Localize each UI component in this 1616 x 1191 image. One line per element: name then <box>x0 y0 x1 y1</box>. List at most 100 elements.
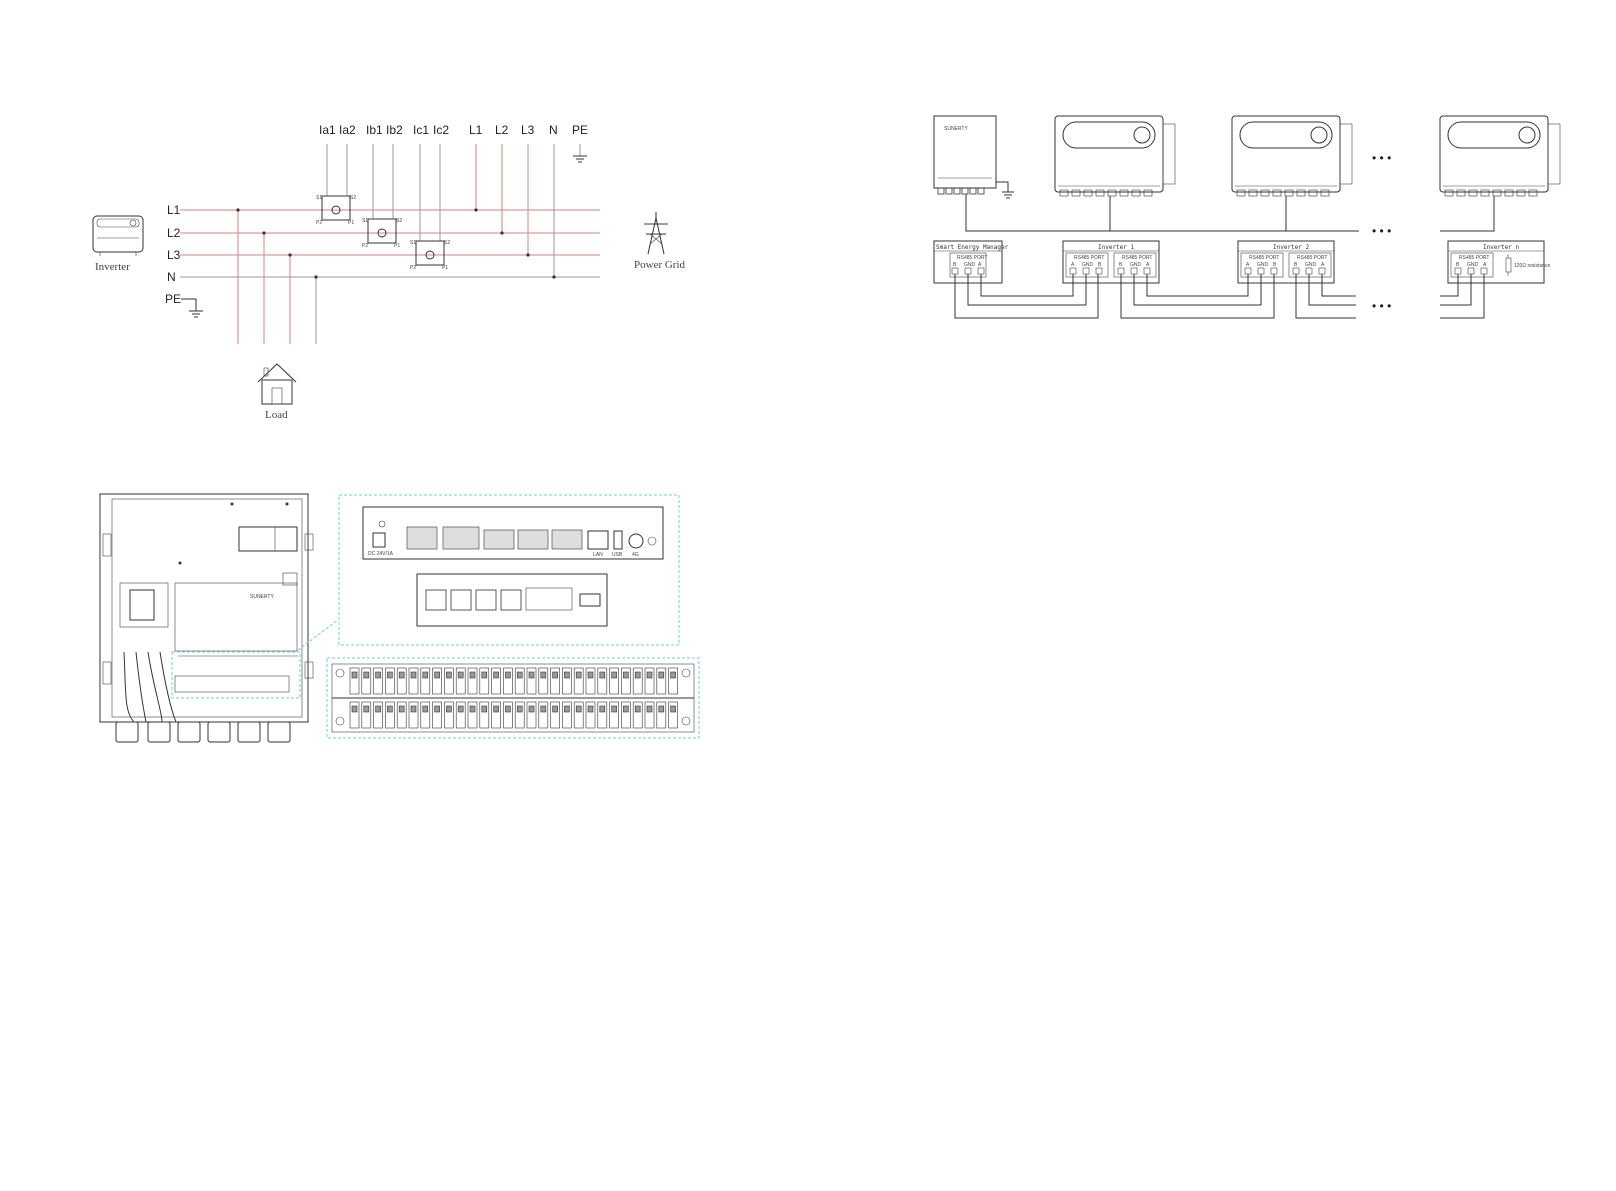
inverter-device-2 <box>1231 115 1353 197</box>
terminal-screw <box>505 705 511 713</box>
terminal-cell <box>373 701 383 729</box>
terminal-cell <box>668 701 678 729</box>
svg-text:B: B <box>1273 262 1277 268</box>
terminal-cell <box>444 701 454 729</box>
terminal-cell <box>361 701 372 729</box>
smart-energy-manager-device: SUNERTY <box>933 115 1014 199</box>
svg-text:GND: GND <box>1082 262 1094 268</box>
terminal-cell <box>491 667 501 695</box>
terminal-screw <box>422 705 429 713</box>
terminal-cell <box>585 701 596 729</box>
cabinet-drawing: SUNERTY <box>99 493 339 743</box>
terminal-screw <box>351 671 358 679</box>
terminal-screw <box>387 671 393 679</box>
terminal-screw <box>646 705 653 713</box>
grid-label: PE <box>572 123 588 137</box>
terminal-screw <box>658 671 665 679</box>
terminal-screw <box>634 671 641 679</box>
terminal-cell <box>609 667 619 695</box>
svg-text:S1: S1 <box>410 240 416 246</box>
terminal-cell <box>644 701 655 729</box>
terminal-cell <box>349 667 360 695</box>
svg-text:Inverter 2: Inverter 2 <box>1273 244 1310 251</box>
ct-clamp-c: S1 S2 P2 P1 <box>410 240 450 271</box>
line-label: L3 <box>167 248 181 262</box>
svg-text:A: A <box>978 262 982 268</box>
load-caption: Load <box>265 409 288 421</box>
svg-text:GND: GND <box>1467 262 1479 268</box>
inverter-device-n <box>1439 115 1561 197</box>
svg-text:P2: P2 <box>316 220 322 226</box>
terminal-cell <box>644 667 655 695</box>
ellipsis: • • • <box>1372 224 1391 238</box>
terminal-screw <box>564 671 570 679</box>
svg-text:RS485 PORT: RS485 PORT <box>957 255 987 261</box>
svg-text:RS485 PORT: RS485 PORT <box>1249 255 1279 261</box>
inverter-1-port-box: Inverter 1 RS485 PORT RS485 PORT A GND B… <box>1062 240 1160 284</box>
inverter-n-port-box: Inverter n RS485 PORT B GND A 120Ω resis… <box>1447 240 1550 284</box>
terminal-screw <box>493 671 499 679</box>
resistor-icon <box>1505 257 1512 273</box>
svg-text:B: B <box>1294 262 1298 268</box>
terminal-cell <box>562 667 572 695</box>
terminal-cell <box>668 667 678 695</box>
terminal-screw <box>575 671 582 679</box>
terminal-cell <box>538 667 549 695</box>
svg-text:B: B <box>1119 262 1123 268</box>
svg-text:A: A <box>1071 262 1075 268</box>
terminal-screw <box>540 705 547 713</box>
terminal-screw <box>398 671 405 679</box>
terminal-screw <box>516 705 523 713</box>
terminal-screw <box>446 671 452 679</box>
ct-label: Ib1 <box>366 123 383 137</box>
terminal-screw <box>398 705 405 713</box>
terminal-cell <box>550 701 560 729</box>
house-icon <box>257 363 297 405</box>
terminal-cell <box>361 667 372 695</box>
svg-text:RS485 PORT: RS485 PORT <box>1297 255 1327 261</box>
svg-text:DC 24V/1A: DC 24V/1A <box>368 551 394 557</box>
terminal-cell <box>632 667 643 695</box>
svg-text:SUNERTY: SUNERTY <box>250 594 274 600</box>
svg-text:P1: P1 <box>442 265 448 271</box>
terminal-cell <box>503 701 513 729</box>
grid-label: L2 <box>495 123 509 137</box>
wiring-diagram: S1 S2 P2 P1 S1 S2 P2 P1 S1 S2 P2 P1 Ia1 … <box>92 123 686 421</box>
terminal-screw <box>528 671 535 679</box>
terminal-cell <box>420 667 431 695</box>
terminal-screw <box>434 705 440 713</box>
terminal-screw <box>611 705 617 713</box>
terminal-cell <box>432 667 442 695</box>
controller-io-panel: DC 24V/1A LAN USB 4G <box>338 494 680 646</box>
dc-power-port <box>372 532 386 548</box>
svg-text:A: A <box>1146 262 1150 268</box>
svg-text:Inverter 1: Inverter 1 <box>1098 244 1135 251</box>
terminal-screw <box>670 705 676 713</box>
terminal-screw <box>564 705 570 713</box>
terminal-cell <box>467 667 478 695</box>
terminal-cell <box>396 667 407 695</box>
terminal-cell <box>467 701 478 729</box>
terminal-cell <box>597 701 608 729</box>
svg-text:B: B <box>1098 262 1102 268</box>
terminal-screw <box>422 671 429 679</box>
terminal-screw <box>599 671 606 679</box>
terminal-screw <box>351 705 358 713</box>
terminal-cell <box>632 701 643 729</box>
svg-text:GND: GND <box>1305 262 1317 268</box>
terminal-cell <box>444 667 454 695</box>
terminal-cell <box>609 701 619 729</box>
sem-port-box: Smart Energy Manager RS485 PORT B GND A <box>933 240 1009 284</box>
svg-text:S2: S2 <box>396 218 402 224</box>
terminal-screw <box>623 705 629 713</box>
terminal-screw <box>670 671 676 679</box>
terminal-cell <box>396 701 407 729</box>
ct-label: Ia2 <box>339 123 356 137</box>
svg-text:Inverter n: Inverter n <box>1483 244 1520 251</box>
svg-text:GND: GND <box>964 262 976 268</box>
grid-label: L1 <box>469 123 483 137</box>
terminal-screw <box>481 671 488 679</box>
terminal-cell <box>432 701 442 729</box>
terminal-cell <box>526 701 537 729</box>
